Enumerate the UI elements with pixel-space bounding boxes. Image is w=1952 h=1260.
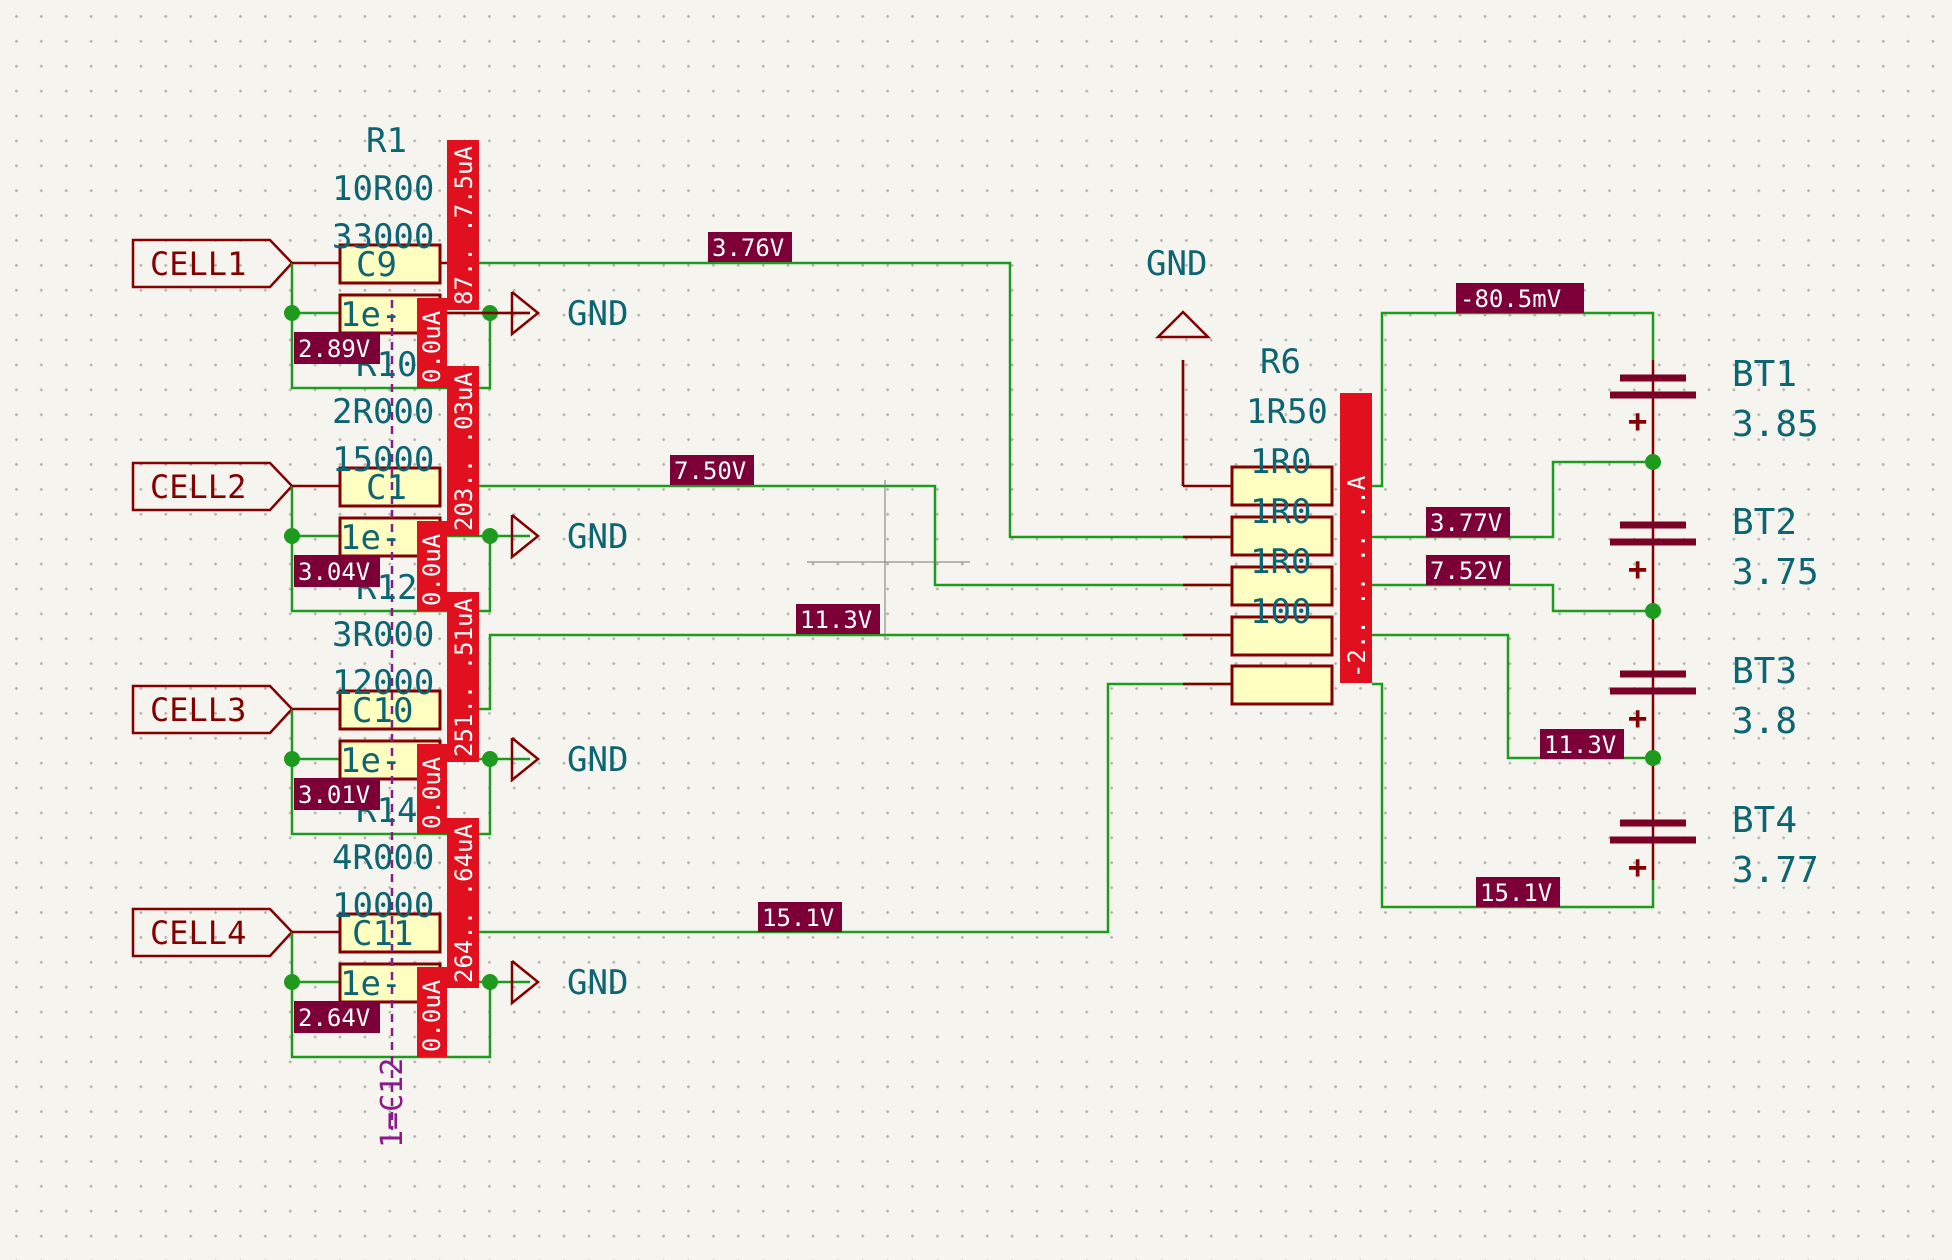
- current-cap-4: 0.0uA: [418, 979, 446, 1052]
- crosshair-cursor: [807, 480, 970, 640]
- c9-ref: C9: [356, 245, 397, 285]
- r3-value2: 12000: [332, 663, 434, 703]
- cell-channel-2: [131, 461, 1232, 613]
- svg-text:+: +: [1628, 550, 1647, 588]
- wire-voltage-1: 3.76V: [712, 234, 784, 262]
- r6-val-2: 1R0: [1250, 442, 1311, 482]
- voltage-right-2: 7.52V: [1430, 557, 1502, 585]
- wire-voltage-2: 7.50V: [674, 457, 746, 485]
- gnd-label-2: GND: [567, 517, 628, 557]
- r1-ref: R1: [366, 121, 407, 161]
- current-tag-4: 264.. .64uA: [450, 824, 478, 983]
- c9-value: 1e-: [340, 295, 401, 335]
- battery-bt2[interactable]: +: [1610, 521, 1696, 588]
- gnd-symbol-3: [510, 737, 540, 783]
- voltage-right-3: 11.3V: [1544, 731, 1616, 759]
- current-tag-3: 251.. .51uA: [450, 598, 478, 757]
- node-voltage-2: 3.04V: [298, 558, 370, 586]
- resistor-array-r6: [1154, 310, 1372, 706]
- svg-text:+: +: [1628, 848, 1647, 886]
- bt4-ref: BT4: [1732, 800, 1797, 841]
- cell-channel-1: [131, 238, 1232, 539]
- svg-text:+: +: [1628, 402, 1647, 440]
- battery-bt1[interactable]: +: [1610, 374, 1696, 440]
- cell3-port-label[interactable]: [131, 684, 294, 735]
- r3-value: 3R000: [332, 615, 434, 655]
- node-voltage-3: 3.01V: [298, 781, 370, 809]
- voltage-right-4: 15.1V: [1480, 879, 1552, 907]
- bt4-value: 3.77: [1732, 850, 1819, 891]
- bt1-ref: BT1: [1732, 354, 1797, 395]
- r2-value2: 15000: [332, 440, 434, 480]
- current-cap-2: 0.0uA: [418, 533, 446, 606]
- bt2-value: 3.75: [1732, 552, 1819, 593]
- node-voltage-4: 2.64V: [298, 1004, 370, 1032]
- cell1-label: CELL1: [150, 245, 246, 283]
- c11-ref: C11: [352, 914, 413, 954]
- gnd-label-top: GND: [1146, 244, 1207, 284]
- bt3-value: 3.8: [1732, 701, 1797, 742]
- gnd-label-4: GND: [567, 963, 628, 1003]
- battery-bt4[interactable]: +: [1610, 819, 1696, 886]
- wire-voltage-3: 11.3V: [800, 606, 872, 634]
- battery-wiring: [1372, 311, 1661, 909]
- gnd-label-3: GND: [567, 740, 628, 780]
- gnd-symbol-4: [510, 960, 540, 1006]
- bt2-ref: BT2: [1732, 502, 1797, 543]
- node-voltage-1: 2.89V: [298, 335, 370, 363]
- battery-bt3[interactable]: +: [1610, 670, 1696, 737]
- current-tag-1: 87.. .7.5uA: [450, 146, 478, 305]
- r4-value: 4R000: [332, 838, 434, 878]
- c11-value: 1e-: [340, 964, 401, 1004]
- gnd-symbol-top: [1154, 310, 1212, 339]
- r6-val-4: 1R0: [1250, 542, 1311, 582]
- r1-value: 10R00: [332, 169, 434, 209]
- current-cap-1: 0.0uA: [418, 310, 446, 383]
- bt1-value: 3.85: [1732, 404, 1819, 445]
- r2-value: 2R000: [332, 392, 434, 432]
- resistor-r3-body[interactable]: [338, 689, 442, 731]
- current-cap-3: 0.0uA: [418, 756, 446, 829]
- voltage-top-right: -80.5mV: [1460, 285, 1561, 313]
- c1-ref: C1: [366, 468, 407, 508]
- cell2-port-label[interactable]: [131, 461, 294, 512]
- c10-ref: C10: [352, 691, 413, 731]
- r6-ref: R6: [1260, 342, 1301, 382]
- c1-value: 1e-: [340, 518, 401, 558]
- current-tags-left: [417, 140, 479, 1057]
- svg-text:+: +: [1628, 699, 1647, 737]
- cell2-label: CELL2: [150, 468, 246, 506]
- current-tag-2: 203.. .03uA: [450, 372, 478, 531]
- r6-val-1: 1R50: [1246, 392, 1328, 432]
- bt3-ref: BT3: [1732, 651, 1797, 692]
- cell1-port-label[interactable]: [131, 238, 294, 289]
- gnd-symbol-2: [510, 514, 540, 560]
- r6-current: -2.. .. .. ..A: [1343, 475, 1371, 678]
- c10-value: 1e-: [340, 741, 401, 781]
- gnd-label-1: GND: [567, 294, 628, 334]
- cell4-label: CELL4: [150, 914, 246, 952]
- gnd-symbol-1: [510, 291, 540, 337]
- r1-value2: 33000: [332, 217, 434, 257]
- wire-voltage-4: 15.1V: [762, 904, 834, 932]
- cell3-label: CELL3: [150, 691, 246, 729]
- r6-val-5: 100: [1250, 592, 1311, 632]
- cell4-port-label[interactable]: [131, 907, 294, 958]
- r4-value2: 10000: [332, 886, 434, 926]
- r6-val-3: 1R0: [1250, 492, 1311, 532]
- voltage-right-1: 3.77V: [1430, 509, 1502, 537]
- probe-label: 1=C12: [375, 1058, 410, 1148]
